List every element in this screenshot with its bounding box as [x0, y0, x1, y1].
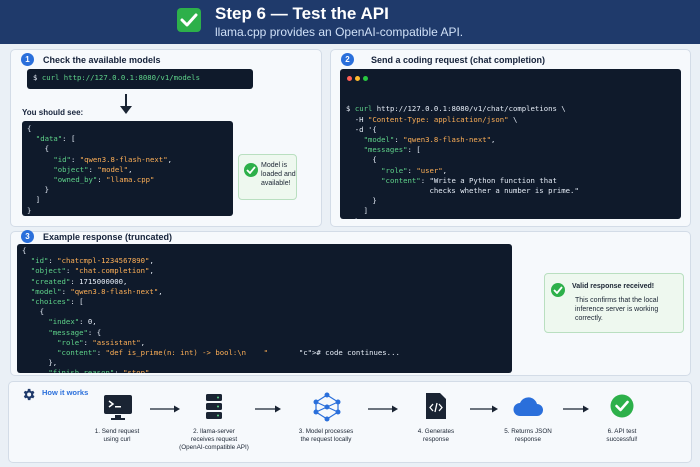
- code-line: {: [27, 144, 49, 154]
- code-line: "index": 0,: [48, 317, 97, 327]
- step-number-badge: 3: [21, 230, 34, 243]
- how-it-works-panel: [8, 381, 692, 463]
- code-line: "owned_by": "llama.cpp": [53, 175, 155, 185]
- model-loaded-text: Model is loaded and available!: [261, 162, 296, 188]
- valid-response-title: Valid response received!: [572, 283, 655, 290]
- code-line: {: [27, 124, 32, 133]
- code-line: "id": "qwen3.8-flash-next",: [53, 154, 173, 164]
- prompt-symbol: $: [33, 73, 38, 82]
- terminal-icon: [104, 395, 132, 420]
- code-line: -d '{: [346, 124, 377, 134]
- code-line: "model": "qwen3.8-flash-next",: [30, 286, 163, 296]
- flow-step-label: 5. Returns JSON response: [504, 428, 552, 443]
- flow-step-label: 4. Generates response: [417, 428, 455, 443]
- code-line: ]: [346, 206, 368, 216]
- page-subtitle: llama.cpp provides an OpenAI-compatible …: [215, 25, 464, 39]
- cloud-icon: [513, 397, 543, 416]
- valid-response-note: Valid response received! This confirms t…: [544, 273, 684, 333]
- code-line: $ curl http://127.0.0.1:8080/v1/chat/com…: [346, 104, 566, 114]
- panel-title: Check the available models: [43, 55, 161, 65]
- step-number-badge: 1: [21, 53, 34, 66]
- code-file-icon: [426, 393, 446, 419]
- command-terminal: $ curl http://127.0.0.1:8080/v1/models: [27, 69, 253, 89]
- panel-title: Example response (truncated): [43, 232, 173, 242]
- arrow-right-icon: [255, 405, 281, 413]
- response-terminal: { "id": "chatcmpl-1234567890", "object":…: [17, 244, 512, 373]
- code-line: "choices": [: [30, 297, 84, 307]
- curl-command: curl http://127.0.0.1:8080/v1/models: [41, 73, 200, 82]
- arrow-right-icon: [368, 405, 398, 413]
- code-line: "finish_reason": "stop": [48, 368, 150, 373]
- code-line: ]: [27, 195, 41, 205]
- chat-request-terminal: $ curl http://127.0.0.1:8080/v1/chat/com…: [340, 69, 681, 219]
- header-banner: [0, 0, 700, 44]
- code-line: "id": "chatcmpl-1234567890",: [30, 256, 154, 266]
- flow-step-label: 2. llama-server receives request (OpenAI…: [179, 428, 249, 451]
- code-line: {: [22, 307, 44, 317]
- code-line: "content": "def is_prime(n: int) -> bool…: [57, 348, 400, 358]
- success-check-icon: [610, 394, 634, 418]
- code-line: "object": "chat.completion",: [30, 266, 154, 276]
- code-line: }: [27, 205, 32, 215]
- code-line: },: [22, 358, 58, 368]
- code-line: "message": {: [48, 327, 102, 337]
- code-line: "data": [: [35, 134, 76, 144]
- gear-icon: [23, 388, 35, 401]
- code-line: }: [346, 196, 377, 206]
- flow-step-label: 3. Model processes the request locally: [298, 428, 354, 443]
- flow-step-label: 6. API test successful!: [606, 428, 638, 443]
- code-line: }': [346, 217, 675, 219]
- you-should-see-label: You should see:: [22, 108, 84, 117]
- code-line: "role": "assistant",: [57, 337, 146, 347]
- code-line: checks whether a number is prime.": [346, 186, 579, 196]
- code-line: }: [27, 185, 49, 195]
- arrow-right-icon: [470, 405, 498, 413]
- code-line: "role": "user",: [381, 165, 448, 175]
- valid-response-body: This confirms that the local inference s…: [575, 297, 659, 323]
- models-output-terminal: { "data": [ { "id": "qwen3.8-flash-next"…: [22, 121, 233, 216]
- page-title: Step 6 — Test the API: [215, 4, 389, 23]
- server-icon: [206, 394, 222, 419]
- code-line: {: [22, 246, 27, 255]
- code-line: "model": "qwen3.8-flash-next",: [363, 135, 496, 145]
- code-line: "messages": [: [363, 145, 421, 155]
- code-line: {: [346, 155, 377, 165]
- code-line: -H "Content-Type: application/json" \: [346, 114, 518, 124]
- network-icon: [313, 392, 341, 422]
- window-controls: [347, 74, 371, 84]
- success-check-icon: [551, 283, 565, 297]
- code-line: "content": "Write a Python function that: [381, 175, 557, 185]
- step-number-badge: 2: [341, 53, 354, 66]
- success-check-icon: [244, 163, 258, 177]
- arrow-right-icon: [150, 405, 180, 413]
- arrow-down-icon: [120, 94, 132, 114]
- how-it-works-heading: How it works: [42, 388, 89, 397]
- model-loaded-note: Model is loaded and available!: [238, 154, 297, 200]
- panel-title: Send a coding request (chat completion): [371, 55, 546, 65]
- code-line: "object": "model",: [53, 164, 133, 174]
- arrow-right-icon: [563, 405, 589, 413]
- code-line: "created": 1715000000,: [30, 276, 128, 286]
- check-icon: [177, 8, 201, 32]
- flow-step-label: 1. Send request using curl: [94, 428, 140, 443]
